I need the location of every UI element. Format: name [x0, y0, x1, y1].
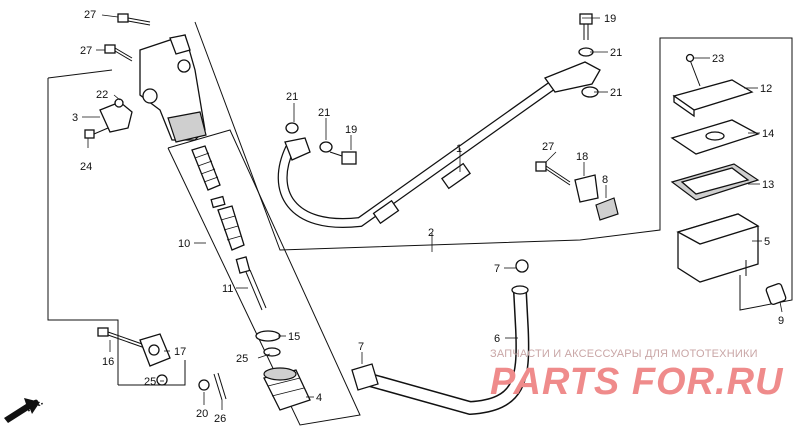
callout-labels: 27 27 22 3 24 1 2 7 19 21 21 21 21 19 27…	[72, 9, 784, 425]
callout-5: 5	[764, 236, 770, 248]
hose-clamp-9	[765, 283, 787, 305]
callout-12: 12	[760, 83, 772, 95]
callout-17: 17	[174, 346, 186, 358]
callout-6: 6	[494, 333, 500, 345]
callout-7b: 7	[358, 341, 364, 353]
callout-2: 2	[428, 227, 434, 239]
callout-11: 11	[222, 283, 233, 295]
callout-19a: 19	[604, 13, 616, 25]
callout-23: 23	[712, 53, 724, 65]
reservoir-mount-parts	[535, 161, 619, 221]
callout-19b: 19	[345, 124, 357, 136]
reservoir-assembly	[670, 53, 760, 283]
group-boundaries	[47, 21, 793, 426]
hose-joint-3	[84, 98, 133, 139]
callout-21d: 21	[318, 107, 330, 119]
callout-21c: 21	[286, 91, 298, 103]
callout-25a: 25	[236, 353, 248, 365]
callout-21a: 21	[610, 47, 622, 59]
callout-4: 4	[316, 392, 322, 404]
callout-26: 26	[214, 413, 226, 425]
callout-18: 18	[576, 151, 588, 163]
bolt-27-mid	[104, 44, 133, 62]
watermark-line1: ЗАПЧАСТИ И АКСЕССУАРЫ ДЛЯ МОТОТЕХНИКИ	[490, 348, 758, 360]
piston-spring-assembly	[191, 145, 267, 311]
callout-20: 20	[196, 408, 208, 420]
callout-22: 22	[96, 89, 108, 101]
callout-3: 3	[72, 112, 78, 124]
callout-1: 1	[456, 143, 462, 155]
bolt-19-lower	[285, 122, 357, 165]
boot-4	[255, 330, 311, 411]
callout-25b: 25	[144, 376, 156, 388]
callout-7a: 7	[494, 263, 500, 275]
master-cylinder-body	[139, 34, 207, 143]
callout-8: 8	[602, 174, 608, 186]
callout-13: 13	[762, 179, 774, 191]
watermark-line2: PARTS FOR.RU	[490, 361, 784, 403]
callout-9: 9	[778, 315, 784, 327]
brake-hose-1	[277, 61, 601, 229]
direction-label: FR.	[24, 396, 45, 415]
front-direction-arrow: FR.	[4, 396, 45, 423]
bolt-27-top	[117, 13, 151, 26]
callout-27b: 27	[80, 45, 92, 57]
callout-27a: 27	[84, 9, 96, 21]
callout-21b: 21	[610, 87, 622, 99]
callout-27c: 27	[542, 141, 554, 153]
callout-24: 24	[80, 161, 92, 173]
reservoir-hose-6	[351, 259, 530, 416]
callout-15: 15	[288, 331, 300, 343]
callout-10: 10	[178, 238, 190, 250]
watermark: ЗАПЧАСТИ И АКСЕССУАРЫ ДЛЯ МОТОТЕХНИКИ PA…	[490, 348, 784, 403]
callout-16: 16	[102, 356, 114, 368]
leader-lines	[82, 14, 783, 410]
clevis-17	[97, 327, 227, 401]
bolt-19-upper	[578, 13, 599, 98]
callout-14: 14	[762, 128, 774, 140]
